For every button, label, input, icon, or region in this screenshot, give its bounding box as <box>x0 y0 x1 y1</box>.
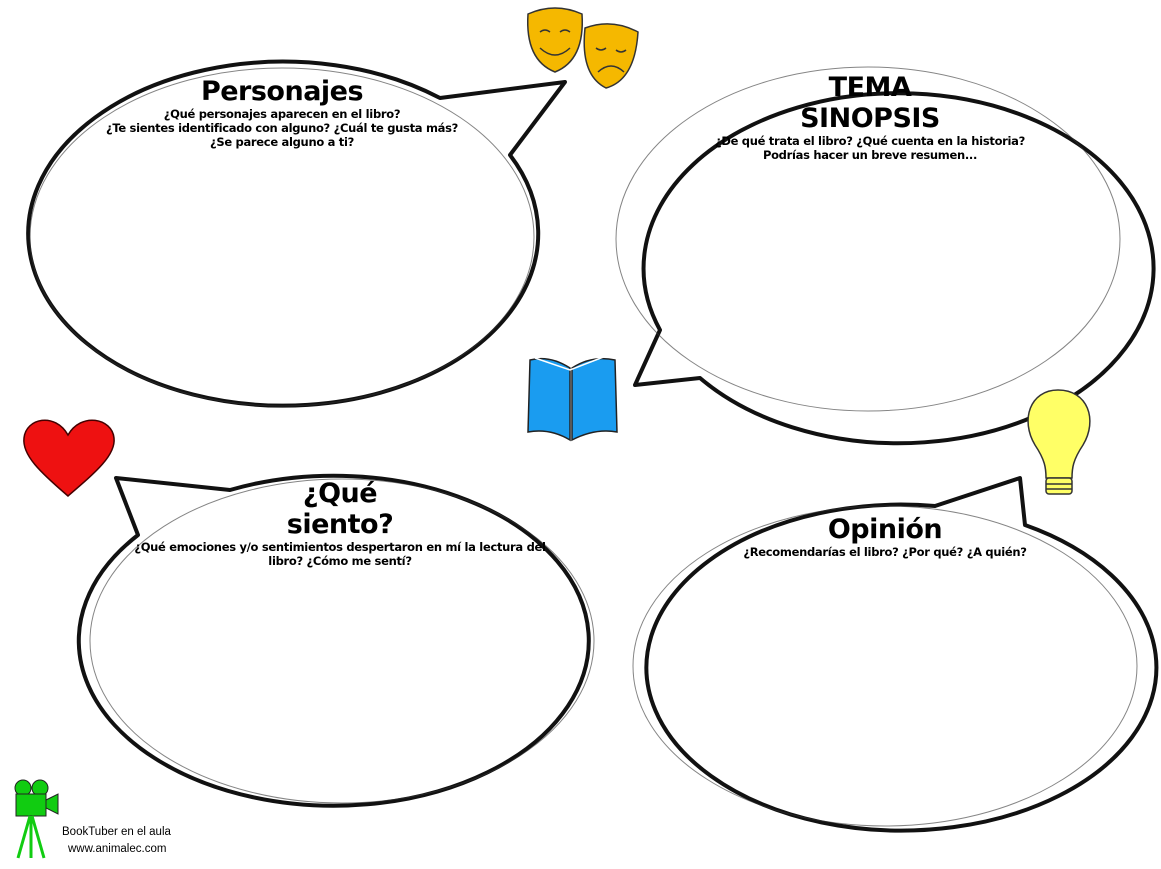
siento-title-line2: siento? <box>286 509 394 540</box>
opinion-question: ¿Recomendarías el libro? ¿Por qué? ¿A qu… <box>743 545 1027 559</box>
sinopsis-title: SINOPSIS <box>800 103 940 134</box>
heart-icon <box>23 419 115 497</box>
siento-question: ¿Qué emociones y/o sentimientos desperta… <box>134 540 546 554</box>
personajes-section: Personajes ¿Qué personajes aparecen en e… <box>82 76 482 149</box>
siento-question: libro? ¿Cómo me sentí? <box>268 554 412 568</box>
tema-question: ¿De qué trata el libro? ¿Qué cuenta en l… <box>714 134 1026 148</box>
tema-title: TEMA <box>828 72 912 103</box>
personajes-question: ¿Qué personajes aparecen en el libro? <box>163 107 401 121</box>
theater-masks-icon <box>526 7 639 89</box>
footer-title: BookTuber en el aula <box>62 826 171 838</box>
footer-credits: BookTuber en el aula www.animalec.com <box>62 824 171 858</box>
tema-section: TEMA SINOPSIS ¿De qué trata el libro? ¿Q… <box>670 72 1070 162</box>
siento-section: ¿Qué siento? ¿Qué emociones y/o sentimie… <box>130 478 550 568</box>
siento-title-line1: ¿Qué <box>302 478 378 509</box>
personajes-question: ¿Se parece alguno a ti? <box>209 135 355 149</box>
movie-camera-icon <box>14 779 59 859</box>
light-bulb-icon <box>1027 389 1091 495</box>
speech-bubble-opinion <box>644 476 1159 833</box>
personajes-title: Personajes <box>200 76 364 107</box>
footer-website: www.animalec.com <box>68 843 167 855</box>
speech-bubble-tema <box>633 91 1156 446</box>
tema-question: Podrías hacer un breve resumen... <box>762 148 978 162</box>
speech-bubble-siento <box>76 473 591 808</box>
opinion-title: Opinión <box>827 514 943 545</box>
personajes-question: ¿Te sientes identificado con alguno? ¿Cu… <box>105 121 459 135</box>
open-book-icon <box>527 355 618 442</box>
speech-bubble-personajes <box>26 59 567 408</box>
opinion-section: Opinión ¿Recomendarías el libro? ¿Por qu… <box>685 514 1085 559</box>
